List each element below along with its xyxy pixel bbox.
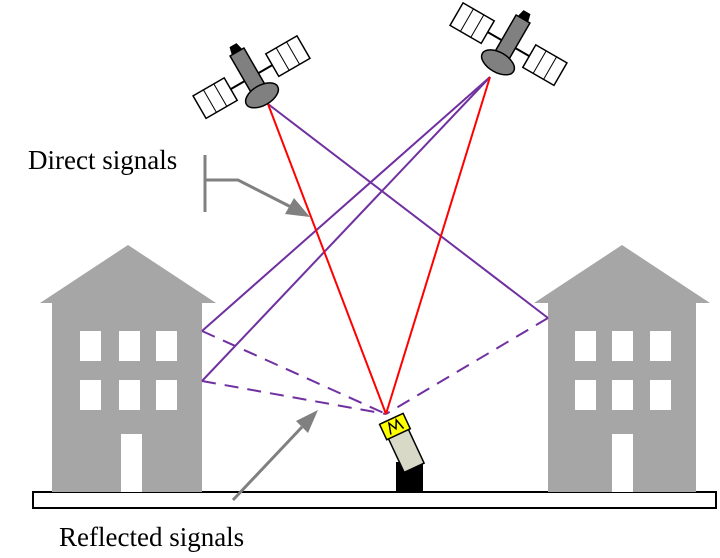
direct-signals-label: Direct signals (28, 145, 177, 175)
ground (32, 491, 717, 509)
right-building-door (612, 434, 633, 492)
direct-signals-callout-arrow (203, 155, 310, 217)
left-building-windows (80, 331, 177, 410)
receiver-head (378, 412, 412, 441)
left-building-icon (40, 245, 216, 492)
reflected-signals-callout-arrow (231, 410, 318, 502)
reflected-signal-incoming (201, 76, 549, 382)
right-building-windows (575, 331, 671, 410)
satellite-icon (449, 1, 568, 87)
right-building-roof (534, 245, 710, 303)
left-building-roof (40, 245, 216, 303)
reflected-signal-to-receiver (201, 317, 549, 415)
direct-signal-lines (267, 76, 491, 415)
left-building-door (121, 434, 142, 492)
gnss-receiver-icon (378, 412, 426, 493)
reflected-signals-label: Reflected signals (59, 522, 244, 552)
satellite-icon (192, 34, 311, 120)
right-building-icon (534, 245, 710, 492)
